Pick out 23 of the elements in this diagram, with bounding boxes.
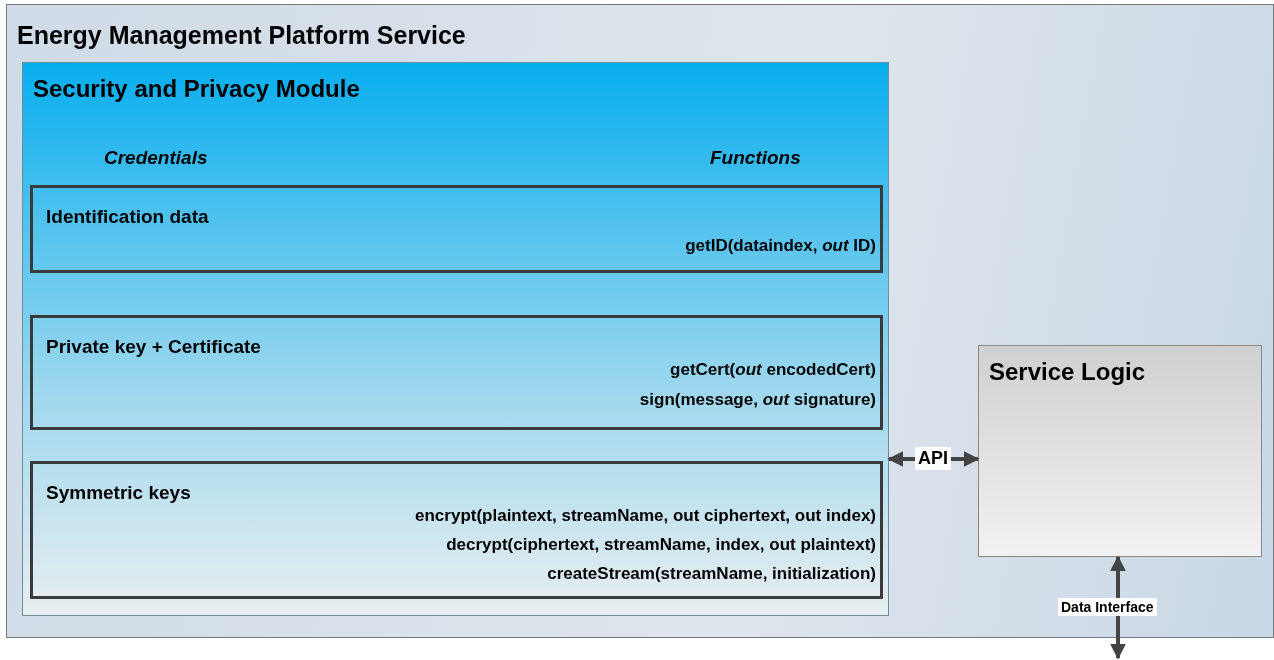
function-signature: getCert(out encodedCert) [670, 360, 876, 380]
function-signature: decrypt(ciphertext, streamName, index, out plaintext) [446, 535, 876, 555]
credential-box [30, 185, 883, 273]
heading: Private key + Certificate [46, 336, 261, 358]
column-heading: Credentials [104, 147, 208, 169]
edge-label: API [915, 447, 951, 470]
heading: Identification data [46, 206, 209, 228]
heading: Security and Privacy Module [33, 75, 360, 103]
credential-box [30, 461, 883, 599]
module-panel [22, 62, 889, 616]
function-signature: getID(dataindex, out ID) [685, 236, 876, 256]
function-signature: createStream(streamName, initialization) [547, 564, 876, 584]
credential-box [30, 315, 883, 430]
heading: Symmetric keys [46, 482, 191, 504]
function-signature: encrypt(plaintext, streamName, out ciphertext, out index) [415, 506, 876, 526]
heading: Energy Management Platform Service [17, 21, 466, 50]
service-box [978, 345, 1262, 557]
double-arrow [1110, 555, 1126, 660]
heading: Service Logic [989, 358, 1146, 386]
edge-label: Data Interface [1058, 598, 1157, 616]
platform-container [6, 4, 1274, 638]
column-heading: Functions [710, 147, 801, 169]
function-signature: sign(message, out signature) [639, 390, 876, 410]
